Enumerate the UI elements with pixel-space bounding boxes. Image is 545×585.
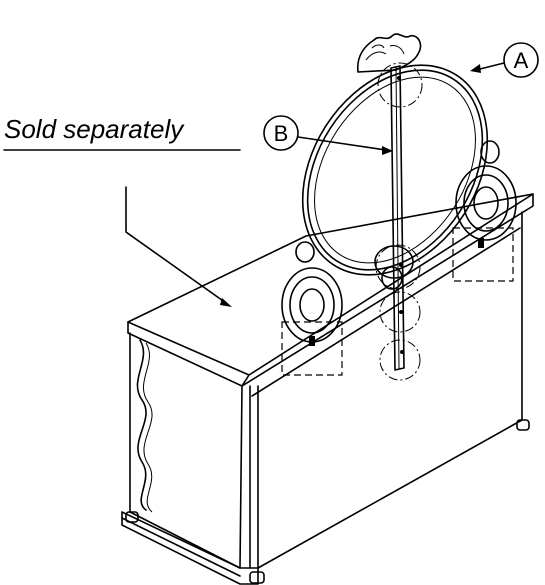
mirror-support-bar <box>390 65 405 371</box>
callout-b: B <box>263 115 393 155</box>
detail-circle <box>379 291 421 333</box>
left-rosette <box>281 241 343 343</box>
callout-a: A <box>470 42 539 78</box>
bracket-zone-left <box>281 321 343 376</box>
oval-mirror <box>301 64 489 276</box>
mirror-pivot <box>374 245 414 279</box>
callout-b-letter: B <box>274 121 289 146</box>
callout-a-letter: A <box>514 48 529 73</box>
foot <box>125 511 139 523</box>
detail-circle <box>377 62 423 108</box>
detail-circle <box>375 244 421 290</box>
caption-pointer <box>125 186 227 304</box>
dresser-top <box>127 193 534 376</box>
dresser-front <box>257 211 523 569</box>
crest-ornament <box>356 33 422 73</box>
dresser-base <box>121 511 259 585</box>
dresser-top-edge <box>127 321 250 387</box>
dresser <box>121 193 534 585</box>
foot <box>249 571 265 584</box>
bracket-zone-right <box>452 227 514 282</box>
detail-circle <box>379 339 421 381</box>
foot <box>516 419 530 431</box>
side-cutout <box>136 339 147 511</box>
sold-separately-caption: Sold separately <box>4 114 185 144</box>
